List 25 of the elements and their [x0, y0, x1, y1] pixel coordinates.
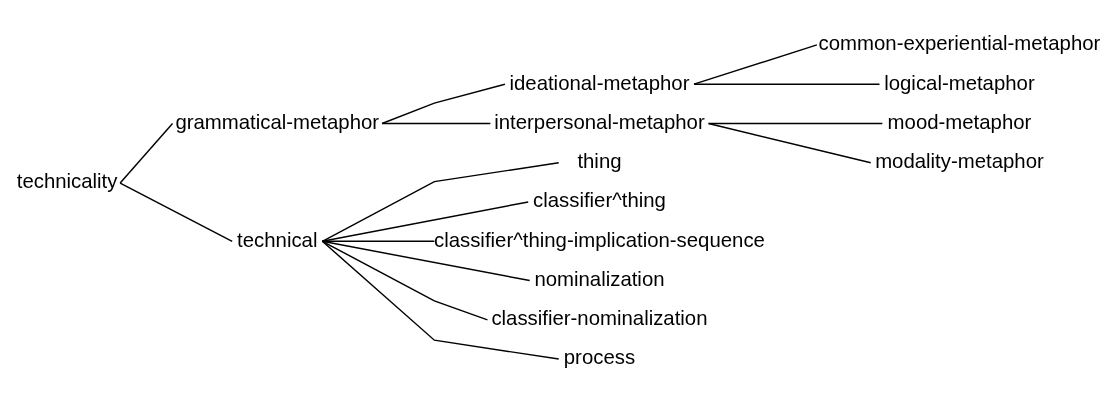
node-text: ideational-metaphor: [509, 71, 690, 94]
connector: [381, 82, 506, 124]
node-text: grammatical-metaphor: [175, 110, 380, 133]
node-text: mood-metaphor: [887, 110, 1032, 133]
connector: [321, 161, 560, 242]
connector: [321, 240, 531, 281]
node-text: technicality: [16, 169, 118, 192]
node-text: nominalization: [534, 267, 665, 290]
connector: [119, 181, 233, 242]
connector: [707, 122, 872, 163]
connector: [321, 200, 529, 242]
node-text: thing: [577, 149, 622, 172]
node-text: interpersonal-metaphor: [494, 110, 705, 133]
connector: [119, 122, 174, 184]
node-text: classifier^thing-implication-sequence: [433, 228, 765, 251]
connector: [693, 82, 881, 85]
node-text: process: [563, 345, 636, 368]
node-text: modality-metaphor: [875, 149, 1044, 172]
node-text: technical: [237, 228, 318, 251]
node-text: classifier^thing: [533, 188, 666, 211]
node-text: common-experiential-metaphor: [818, 31, 1101, 54]
connector: [321, 240, 560, 360]
node-text: logical-metaphor: [884, 71, 1035, 94]
connector: [381, 122, 492, 124]
node-text: classifier-nominalization: [491, 306, 708, 329]
